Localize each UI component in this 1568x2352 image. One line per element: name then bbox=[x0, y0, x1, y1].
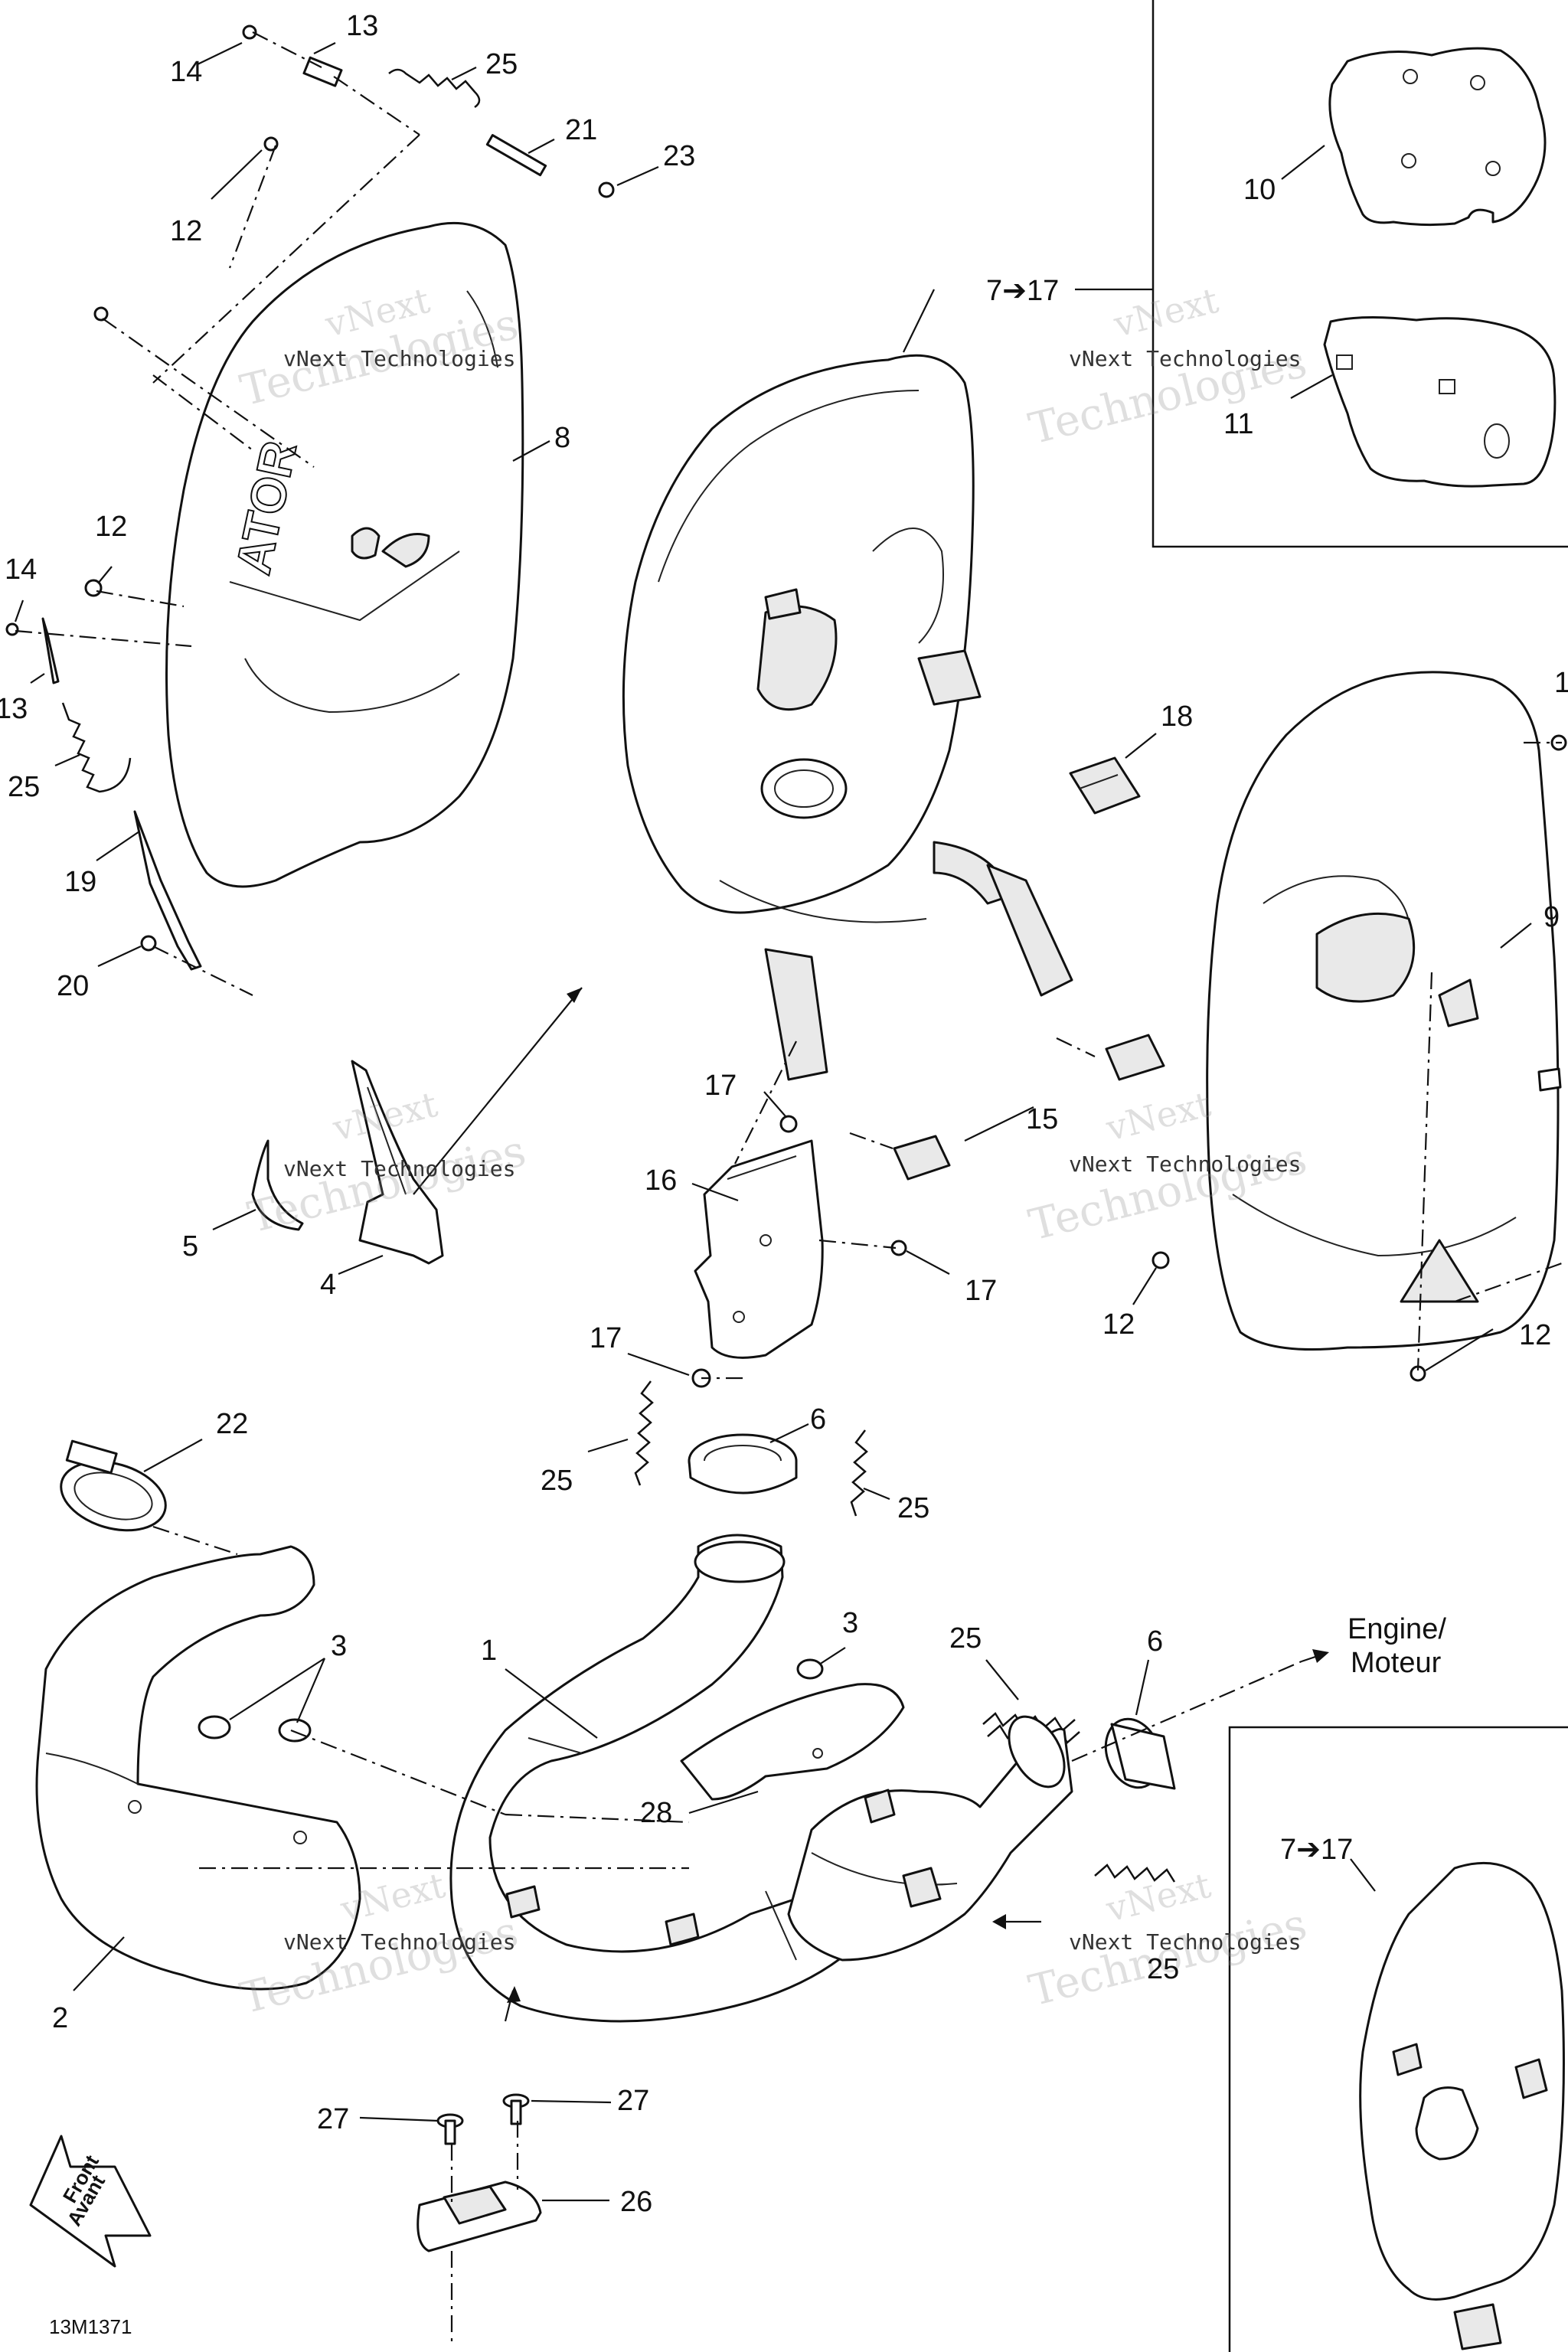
callout-21: 21 bbox=[565, 114, 597, 146]
callout-labels: 13 14 25 21 23 12 10 7➔17 11 8 12 14 13 … bbox=[0, 10, 1568, 2218]
callout-13: 13 bbox=[0, 693, 28, 725]
assembly-lines bbox=[15, 31, 1563, 2343]
callout-12: 12 bbox=[170, 215, 202, 247]
gasket-11 bbox=[1323, 315, 1557, 488]
silencer-cover-9 bbox=[1206, 671, 1560, 1351]
spring-25-mid-right bbox=[850, 1429, 868, 1517]
callout-25: 25 bbox=[541, 1465, 573, 1497]
grommets-3 bbox=[796, 1658, 824, 1680]
rubber-bumper-15 bbox=[893, 1034, 1165, 1181]
mount-bracket-26 bbox=[416, 2180, 542, 2252]
heat-shield-5 bbox=[251, 1139, 304, 1231]
direction-arrows bbox=[413, 987, 1329, 2022]
svg-text:ATOR: ATOR bbox=[225, 436, 307, 580]
callout-3: 3 bbox=[842, 1607, 858, 1639]
callout-16: 16 bbox=[645, 1165, 677, 1197]
callout-28: 28 bbox=[640, 1797, 672, 1829]
hose-clamp-22 bbox=[60, 1439, 167, 1532]
callout-6: 6 bbox=[810, 1403, 826, 1436]
callout-22: 22 bbox=[216, 1408, 248, 1440]
svg-text:vNext Technologies: vNext Technologies bbox=[283, 1156, 515, 1181]
silencer-inset-7 bbox=[1359, 1861, 1565, 2350]
svg-text:vNext Technologies: vNext Technologies bbox=[1069, 346, 1301, 371]
callout-19: 19 bbox=[64, 866, 96, 898]
callout-14: 14 bbox=[5, 554, 37, 586]
rubber-bumper-18 bbox=[1069, 756, 1141, 815]
heat-shield-28 bbox=[680, 1683, 905, 1801]
callout-3: 3 bbox=[331, 1630, 347, 1662]
callout-9: 9 bbox=[1544, 901, 1560, 933]
callout-25: 25 bbox=[897, 1492, 929, 1524]
silencer-cover-8: ATOR bbox=[165, 221, 524, 888]
callout-7-17: 7➔17 bbox=[986, 275, 1059, 307]
callout-12: 12 bbox=[95, 511, 127, 543]
callout-5: 5 bbox=[182, 1230, 198, 1263]
callout-8: 8 bbox=[554, 422, 570, 454]
svg-text:vNext Technologies: vNext Technologies bbox=[283, 346, 515, 371]
spring-25-top bbox=[388, 68, 481, 109]
exhaust-pipe-1 bbox=[449, 1534, 1073, 2023]
spring-25-mid-left bbox=[634, 1380, 654, 1486]
spring-25-lower-b bbox=[1094, 1864, 1176, 1883]
front-arrow-icon: Front Avant bbox=[29, 2135, 152, 2268]
callout-11: 11 bbox=[1223, 408, 1253, 440]
callout-17: 17 bbox=[965, 1275, 997, 1307]
callout-7-17: 7➔17 bbox=[1280, 1834, 1353, 1866]
svg-text:vNext: vNext bbox=[1102, 1083, 1215, 1149]
figure-code: 13M1371 bbox=[49, 2315, 132, 2338]
callout-15: 15 bbox=[1026, 1103, 1058, 1135]
svg-text:vNext Technologies: vNext Technologies bbox=[1069, 1929, 1301, 1955]
callout-1: 1 bbox=[1554, 667, 1568, 699]
callout-6: 6 bbox=[1147, 1625, 1163, 1658]
callout-23: 23 bbox=[663, 140, 695, 172]
callout-20: 20 bbox=[57, 970, 89, 1002]
spring-25-left bbox=[61, 702, 132, 793]
silencer-body-7 bbox=[622, 354, 1073, 1081]
svg-text:vNext Technologies: vNext Technologies bbox=[1069, 1152, 1301, 1177]
ring-gasket-6-upper bbox=[688, 1433, 798, 1494]
callout-leaders bbox=[14, 42, 1532, 2202]
callout-25: 25 bbox=[1147, 1953, 1179, 1985]
engine-label: Engine/ bbox=[1348, 1613, 1446, 1645]
callout-26: 26 bbox=[620, 2186, 652, 2218]
fasteners-27 bbox=[436, 2093, 530, 2145]
callout-10: 10 bbox=[1243, 174, 1276, 206]
gasket-10 bbox=[1328, 47, 1547, 227]
fasteners bbox=[5, 24, 1567, 1388]
inset-frame-gaskets bbox=[1152, 0, 1568, 548]
callout-4: 4 bbox=[320, 1269, 336, 1301]
moteur-label: Moteur bbox=[1351, 1647, 1442, 1679]
bracket-16 bbox=[694, 1139, 824, 1359]
callout-17: 17 bbox=[590, 1322, 622, 1354]
callout-25: 25 bbox=[8, 771, 40, 803]
callout-18: 18 bbox=[1161, 701, 1193, 733]
callout-13: 13 bbox=[346, 10, 378, 42]
callout-27: 27 bbox=[317, 2103, 349, 2135]
heat-shield-4 bbox=[351, 1060, 444, 1265]
callout-12: 12 bbox=[1519, 1319, 1551, 1351]
callout-27: 27 bbox=[617, 2085, 649, 2117]
callout-17: 17 bbox=[704, 1070, 737, 1102]
callout-25: 25 bbox=[485, 48, 518, 80]
tailpipe-shield-2 bbox=[35, 1545, 361, 1991]
callout-1: 1 bbox=[481, 1635, 497, 1667]
callout-14: 14 bbox=[170, 56, 202, 88]
callout-12: 12 bbox=[1102, 1308, 1135, 1341]
svg-text:vNext Technologies: vNext Technologies bbox=[283, 1929, 515, 1955]
ring-gasket-6-lower bbox=[1104, 1717, 1176, 1790]
callout-25: 25 bbox=[949, 1622, 982, 1655]
callout-2: 2 bbox=[52, 2002, 68, 2034]
inset-frame-muffler bbox=[1228, 1726, 1568, 2352]
